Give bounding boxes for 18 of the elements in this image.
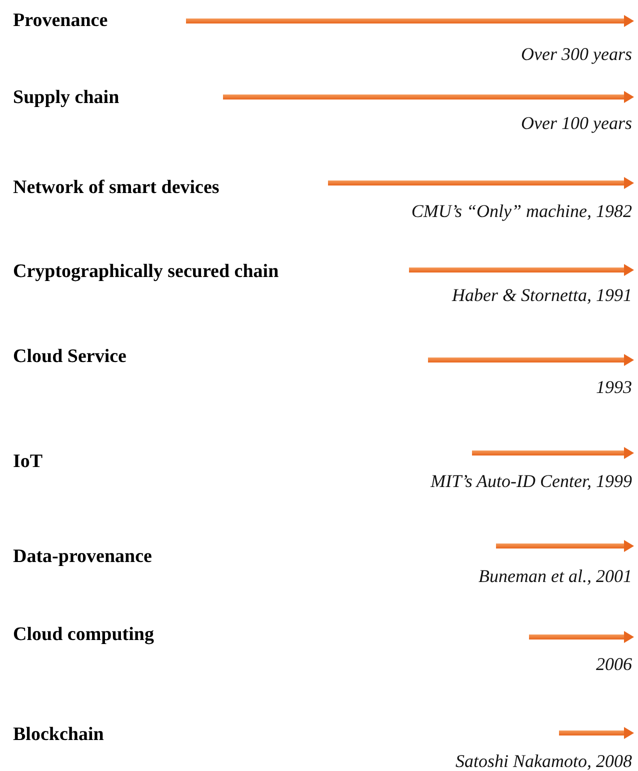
row-title: Cloud computing (13, 624, 154, 646)
date-caption: Haber & Stornetta, 1991 (452, 285, 632, 306)
row-title: Network of smart devices (13, 177, 220, 199)
row-title: IoT (13, 451, 43, 473)
date-caption: CMU’s “Only” machine, 1982 (411, 201, 632, 222)
date-caption: Buneman et al., 2001 (478, 566, 632, 587)
date-caption: 2006 (596, 654, 632, 675)
date-caption: Satoshi Nakamoto, 2008 (455, 751, 632, 771)
row-title: Supply chain (13, 87, 120, 109)
row-title: Provenance (13, 10, 108, 32)
row-title: Blockchain (13, 724, 104, 746)
row-title: Data-provenance (13, 546, 152, 568)
row-title: Cryptographically secured chain (13, 261, 279, 283)
date-caption: 1993 (596, 377, 632, 398)
date-caption: MIT’s Auto-ID Center, 1999 (430, 471, 632, 492)
row-title: Cloud Service (13, 346, 126, 368)
date-caption: Over 100 years (521, 113, 632, 134)
date-caption: Over 300 years (521, 44, 632, 65)
